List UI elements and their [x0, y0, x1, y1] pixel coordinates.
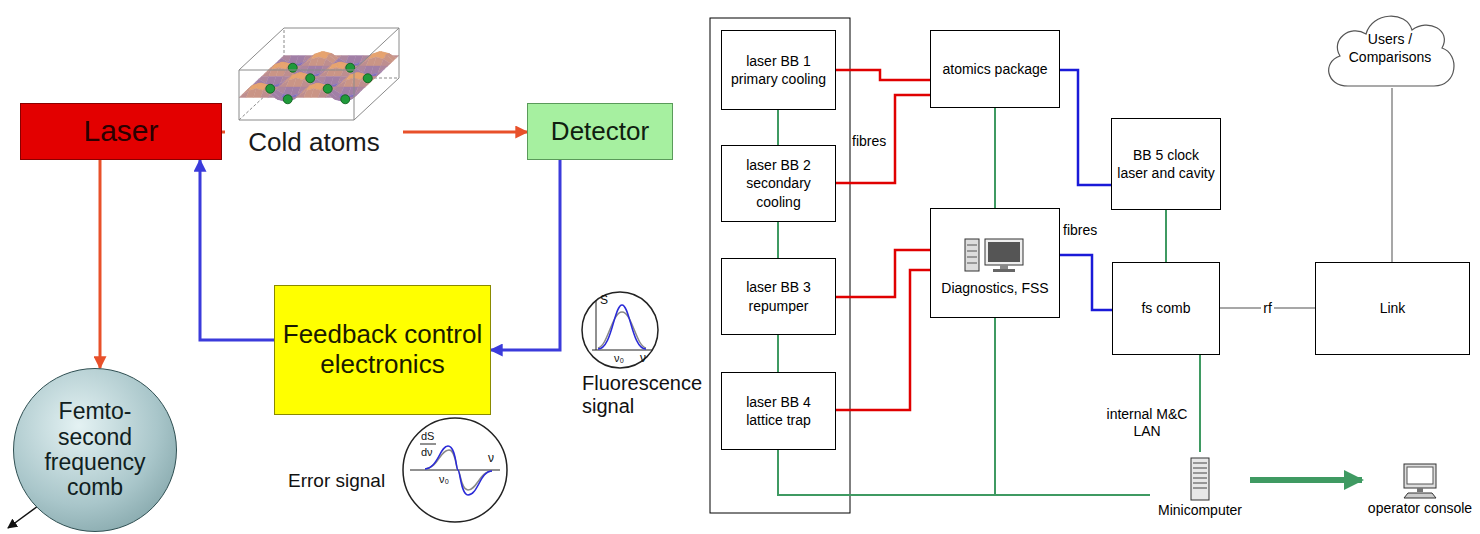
- axis-symbol: dν: [421, 446, 433, 459]
- node-text: laser BB 1 primary cooling: [726, 52, 831, 88]
- fibre-connector: [200, 160, 274, 340]
- node-text: operator console: [1368, 500, 1472, 517]
- axis-symbol: ν₀: [614, 352, 624, 365]
- comb-output-arrow: [8, 506, 38, 528]
- fibre-connector: [1060, 70, 1111, 185]
- fs-comb-box: fs comb: [1112, 262, 1220, 355]
- minicomputer: Minicomputer: [1150, 452, 1250, 523]
- fluorescence-inset: [582, 292, 658, 368]
- node-text: Users / Comparisons: [1344, 30, 1436, 66]
- fibre-connector: [836, 250, 930, 297]
- laser-building-block: laser BB 1 primary cooling: [721, 30, 836, 110]
- lan-connector: [1199, 355, 1201, 452]
- lan-connector: [994, 108, 996, 208]
- lan-connector: [778, 450, 1150, 495]
- rf-connector: [1391, 88, 1393, 262]
- node-text: laser BB 3 repumper: [726, 278, 831, 314]
- node-text: Link: [1380, 299, 1406, 317]
- detector-box: Detector: [527, 103, 673, 160]
- fibre-connector: [836, 270, 930, 410]
- node-text: Feedback control electronics: [279, 320, 486, 380]
- connector-label: internal M&C LAN: [1098, 406, 1196, 440]
- laser-building-block: laser BB 2 secondary cooling: [721, 145, 836, 222]
- axis-symbol: ν: [488, 452, 494, 466]
- server-tower-icon: [1185, 456, 1215, 502]
- node-text: Detector: [551, 117, 649, 147]
- fibre-label: fibres: [852, 133, 886, 149]
- node-text: laser BB 2 secondary cooling: [726, 156, 831, 211]
- fibre-connector: [836, 70, 930, 80]
- clock-laser-box: BB 5 clock laser and cavity: [1111, 118, 1221, 210]
- node-text: laser BB 4 lattice trap: [726, 393, 831, 429]
- connector-label: rf: [1261, 300, 1274, 317]
- axis-symbol: S: [600, 294, 608, 308]
- node-text: Laser: [83, 114, 158, 149]
- lan-connector: [777, 222, 779, 258]
- fibre-connector: [1060, 255, 1112, 310]
- lan-connector: [1165, 210, 1167, 262]
- node-text: BB 5 clock laser and cavity: [1116, 146, 1216, 182]
- laser-rack-outline: [710, 18, 850, 513]
- optical-lattice-figure: [227, 16, 402, 128]
- laser-building-block: laser BB 3 repumper: [721, 258, 836, 335]
- node-text: Femto- second frequency comb: [35, 399, 155, 500]
- diagnostics-box: Diagnostics, FSS: [930, 208, 1060, 318]
- signal-caption: Fluorescence signal: [582, 372, 714, 418]
- axis-symbol: ν₀: [439, 473, 449, 486]
- lan-connector: [777, 335, 779, 372]
- signal-caption: Error signal: [288, 470, 385, 492]
- console-icon: [1400, 462, 1440, 500]
- axis-symbol: dS: [421, 430, 434, 443]
- lan-connector: [1250, 477, 1362, 483]
- link-box: Link: [1315, 262, 1470, 355]
- fibre-connector: [491, 160, 560, 350]
- lan-connector: [777, 110, 779, 145]
- fibre-connector: [403, 131, 527, 134]
- node-text: Diagnostics, FSS: [941, 279, 1048, 297]
- node-text: atomics package: [942, 60, 1047, 78]
- cloud-outline: [1320, 8, 1460, 88]
- axis-symbol: ν: [640, 352, 646, 366]
- fibre-connector: [99, 160, 102, 368]
- node-text: Minicomputer: [1158, 502, 1242, 519]
- cold-atoms-figure: Cold atoms: [225, 8, 403, 166]
- fibre-label: fibres: [1063, 222, 1097, 238]
- fibre-connector: [836, 95, 930, 183]
- feedback-box: Feedback control electronics: [274, 285, 491, 415]
- fibre-connector: [222, 131, 225, 134]
- workstation-icon: [963, 235, 1027, 275]
- error-signal-inset: [403, 418, 507, 522]
- laser-building-block: laser BB 4 lattice trap: [721, 372, 836, 450]
- users-cloud: Users / Comparisons: [1320, 8, 1460, 88]
- node-text: Cold atoms: [248, 128, 380, 158]
- operator-console: operator console: [1362, 458, 1478, 521]
- node-text: fs comb: [1141, 299, 1190, 317]
- comb-circle: Femto- second frequency comb: [13, 368, 177, 532]
- atomics-package-box: atomics package: [930, 30, 1060, 108]
- laser-box: Laser: [20, 103, 222, 160]
